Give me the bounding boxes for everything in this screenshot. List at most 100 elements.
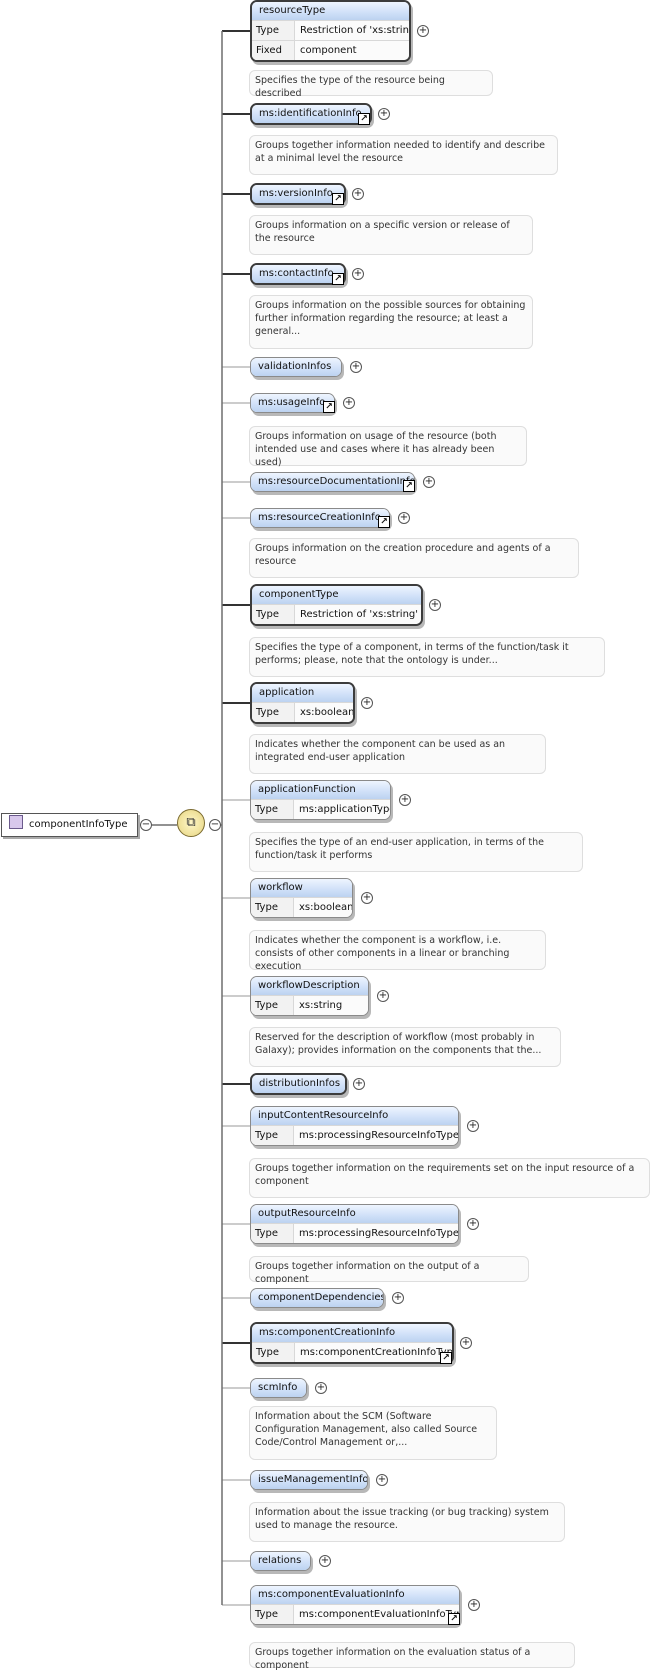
element-node[interactable]: ms:resourceDocumentationInfo	[250, 472, 415, 492]
reference-arrow-icon: ↗	[332, 273, 344, 285]
element-node[interactable]: issueManagementInfo	[250, 1470, 368, 1490]
element-node[interactable]: ms:resourceCreationInfo	[250, 508, 390, 528]
expand-icon[interactable]: +	[467, 1120, 479, 1132]
expand-icon[interactable]: +	[429, 599, 441, 611]
expand-icon[interactable]: +	[350, 361, 362, 373]
sequence-compositor[interactable]: ⧉	[177, 809, 205, 837]
expand-icon[interactable]: +	[352, 268, 364, 280]
element-node[interactable]: ms:usageInfo	[250, 393, 335, 413]
element-name: workflowDescription	[251, 977, 368, 995]
reference-arrow-icon: ↗	[332, 193, 344, 205]
type-row: Type xs:string	[251, 995, 368, 1015]
annotation-text: Groups together information on the requi…	[249, 1158, 650, 1198]
property-key: Type	[252, 605, 295, 624]
element-node[interactable]: componentDependencies	[250, 1288, 384, 1308]
expand-icon[interactable]: +	[399, 794, 411, 806]
property-key: Type	[251, 1605, 294, 1624]
property-value: Restriction of 'xs:string'	[300, 25, 411, 36]
property-value: ms:processingResourceInfoType	[299, 1228, 459, 1239]
expand-icon[interactable]: +	[377, 990, 389, 1002]
reference-arrow-icon: ↗	[323, 401, 335, 413]
element-node[interactable]: scmInfo	[250, 1378, 307, 1398]
expand-icon[interactable]: +	[353, 1078, 365, 1090]
element-name: ms:usageInfo	[251, 394, 334, 412]
annotation-text: Groups together information on the outpu…	[249, 1256, 529, 1285]
root-label: componentInfoType	[29, 819, 128, 830]
collapse-sequence-icon[interactable]: −	[209, 819, 221, 831]
expand-icon[interactable]: +	[423, 476, 435, 488]
element-name: componentDependencies	[251, 1289, 383, 1307]
property-value: component	[300, 45, 357, 56]
annotation-text: Specifies the type of the resource being…	[249, 70, 493, 99]
expand-icon[interactable]: +	[315, 1382, 327, 1394]
property-value: ms:componentEvaluationInfoType	[299, 1609, 460, 1620]
reference-arrow-icon: ↗	[440, 1352, 452, 1364]
property-key: Type	[251, 1224, 294, 1243]
property-key: Type	[251, 800, 294, 819]
element-node[interactable]: validationInfos	[250, 357, 342, 377]
element-node[interactable]: relations	[250, 1551, 311, 1571]
element-name: ms:versionInfo	[252, 185, 344, 203]
property-key: Type	[251, 898, 294, 917]
expand-icon[interactable]: +	[392, 1292, 404, 1304]
property-key: Type	[251, 996, 294, 1015]
expand-icon[interactable]: +	[376, 1474, 388, 1486]
element-name: ms:componentCreationInfo	[252, 1324, 452, 1342]
expand-icon[interactable]: +	[352, 188, 364, 200]
expand-icon[interactable]: +	[319, 1555, 331, 1567]
annotation-text: Groups information on usage of the resou…	[249, 426, 527, 468]
complex-type-icon	[9, 815, 23, 829]
property-value: ms:applicationType	[299, 804, 391, 815]
element-name: applicationFunction	[251, 781, 390, 799]
element-node[interactable]: ms:versionInfo	[250, 183, 346, 205]
expand-icon[interactable]: +	[361, 697, 373, 709]
expand-icon[interactable]: +	[378, 108, 390, 120]
annotation-text: Indicates whether the component is a wor…	[249, 930, 546, 972]
annotation-text: Groups together information on the evalu…	[249, 1642, 575, 1671]
type-row: Type ms:componentEvaluationInfoType	[251, 1604, 459, 1624]
element-name: ms:resourceCreationInfo	[251, 509, 389, 527]
element-node[interactable]: distributionInfos	[250, 1073, 347, 1095]
type-row: Type ms:applicationType	[251, 799, 390, 819]
expand-icon[interactable]: +	[460, 1337, 472, 1349]
annotation-text: Specifies the type of an end-user applic…	[249, 832, 583, 872]
element-node[interactable]: ms:identificationInfo	[250, 103, 372, 125]
reference-arrow-icon: ↗	[403, 480, 415, 492]
annotation-text: Reserved for the description of workflow…	[249, 1027, 561, 1067]
reference-arrow-icon: ↗	[358, 113, 370, 125]
property-value: xs:string	[299, 1000, 343, 1011]
expand-icon[interactable]: +	[361, 892, 373, 904]
expand-icon[interactable]: +	[398, 512, 410, 524]
element-name: validationInfos	[251, 358, 341, 376]
property-value: ms:processingResourceInfoType	[299, 1130, 459, 1141]
element-name: workflow	[251, 879, 352, 897]
expand-icon[interactable]: +	[343, 397, 355, 409]
expand-icon[interactable]: +	[417, 25, 429, 37]
sequence-icon: ⧉	[186, 815, 196, 830]
expand-icon[interactable]: +	[467, 1218, 479, 1230]
root-complex-type[interactable]: componentInfoType	[1, 813, 138, 837]
property-value: xs:boolean	[300, 707, 355, 718]
element-name: application	[252, 684, 353, 702]
element-node[interactable]: ms:contactInfo	[250, 263, 346, 285]
annotation-text: Indicates whether the component can be u…	[249, 734, 546, 774]
expand-icon[interactable]: +	[468, 1599, 480, 1611]
collapse-root-icon[interactable]: −	[140, 819, 152, 831]
